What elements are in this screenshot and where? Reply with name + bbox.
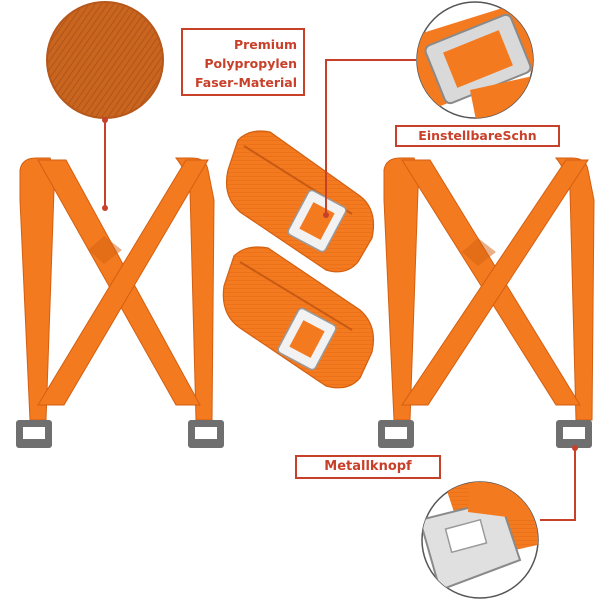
- buckle-icon: [378, 420, 414, 448]
- buckle-icon: [16, 420, 52, 448]
- material-label-line1: Premium: [233, 37, 297, 52]
- material-connector: [102, 117, 108, 211]
- forearm-strap-bottom: [222, 246, 375, 389]
- material-swatch: [46, 1, 164, 119]
- adjust-connector: [323, 59, 416, 218]
- left-harness: [16, 157, 224, 448]
- right-harness: [378, 157, 595, 448]
- buckle-icon: [188, 420, 224, 448]
- buckle-zoom-circle: [421, 481, 539, 599]
- metal-buckle-label: Metallknopf: [295, 455, 441, 479]
- buckle-icon: [556, 420, 592, 448]
- adjustable-strap-label: EinstellbareSchn: [395, 125, 560, 147]
- material-label-line3: Faser-Material: [194, 75, 297, 90]
- buckle-connector: [540, 445, 578, 521]
- material-label: Premium Polypropylen Faser-Material: [181, 28, 305, 96]
- material-label-line2: Polypropylen: [204, 56, 297, 71]
- adjustable-zoom-circle: [416, 1, 534, 119]
